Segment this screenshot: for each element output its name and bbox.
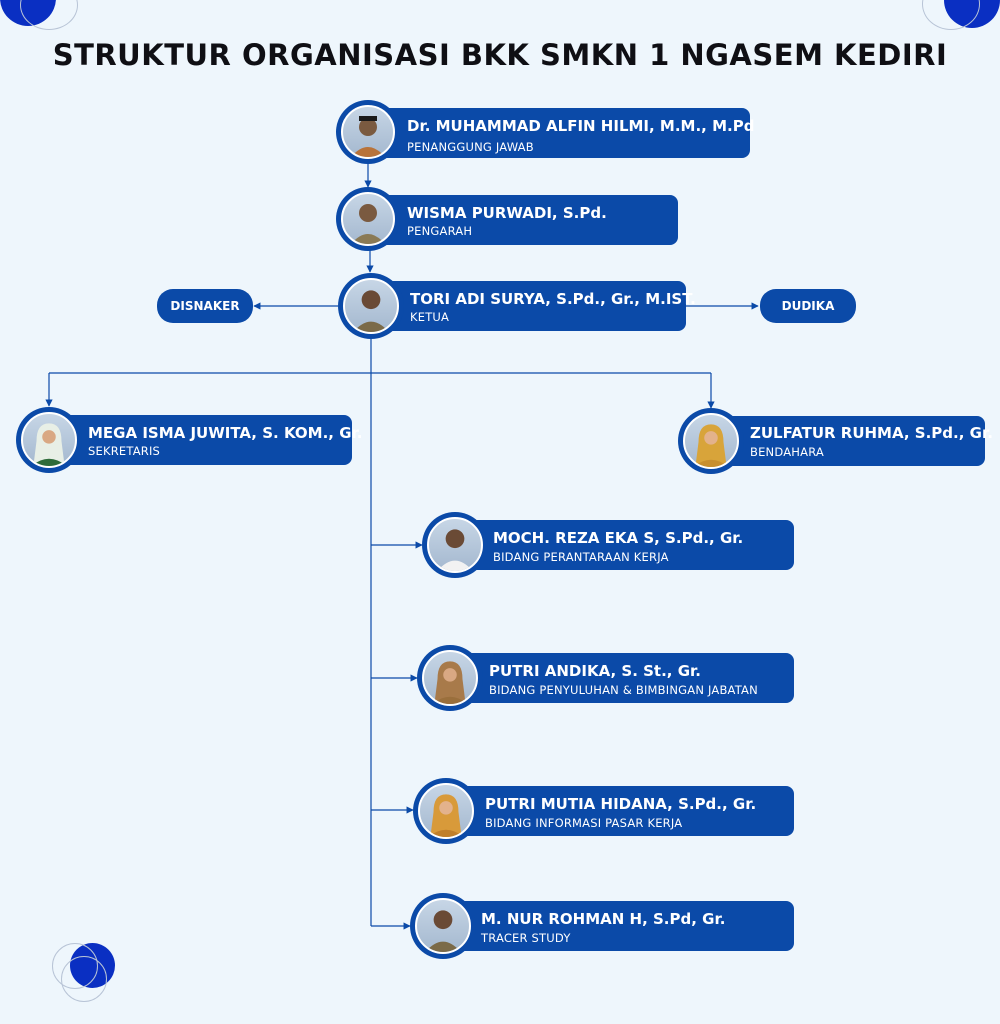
person-hijab-icon [417,645,483,711]
node-name: ZULFATUR RUHMA, S.Pd., Gr. [750,424,993,442]
person-icon [338,273,404,339]
person-cap-icon [336,100,400,164]
person-icon [422,512,488,578]
node-role: BIDANG PENYULUHAN & BIMBINGAN JABATAN [489,683,758,697]
node-role: PENGARAH [407,224,473,238]
node-role: KETUA [410,310,450,324]
node-name: TORI ADI SURYA, S.Pd., Gr., M.IST. [410,290,696,308]
node-name: PUTRI MUTIA HIDANA, S.Pd., Gr. [485,795,757,813]
person-hijab-icon [413,778,479,844]
node-role: BIDANG PERANTARAAN KERJA [493,550,669,564]
person-hijab-icon [678,408,744,474]
node-name: Dr. MUHAMMAD ALFIN HILMI, M.M., M.Pd [407,117,755,135]
disnaker-box: DISNAKER [157,289,253,323]
node-name: WISMA PURWADI, S.Pd. [407,204,607,222]
person-hijab-icon [16,407,82,473]
person-icon [410,893,476,959]
node-name: PUTRI ANDIKA, S. St., Gr. [489,662,701,680]
person-icon [336,187,400,251]
dudika-box: DUDIKA [760,289,856,323]
decor-circle-outline-icon [61,956,107,1002]
node-role: PENANGGUNG JAWAB [407,140,534,154]
node-role: SEKRETARIS [88,444,161,458]
node-name: M. NUR ROHMAN H, S.Pd, Gr. [481,910,726,928]
node-name: MEGA ISMA JUWITA, S. KOM., Gr. [88,424,363,442]
node-role: BIDANG INFORMASI PASAR KERJA [485,816,683,830]
node-name: MOCH. REZA EKA S, S.Pd., Gr. [493,529,744,547]
node-role: TRACER STUDY [481,931,571,945]
node-role: BENDAHARA [750,445,824,459]
page-title: STRUKTUR ORGANISASI BKK SMKN 1 NGASEM KE… [52,38,948,72]
